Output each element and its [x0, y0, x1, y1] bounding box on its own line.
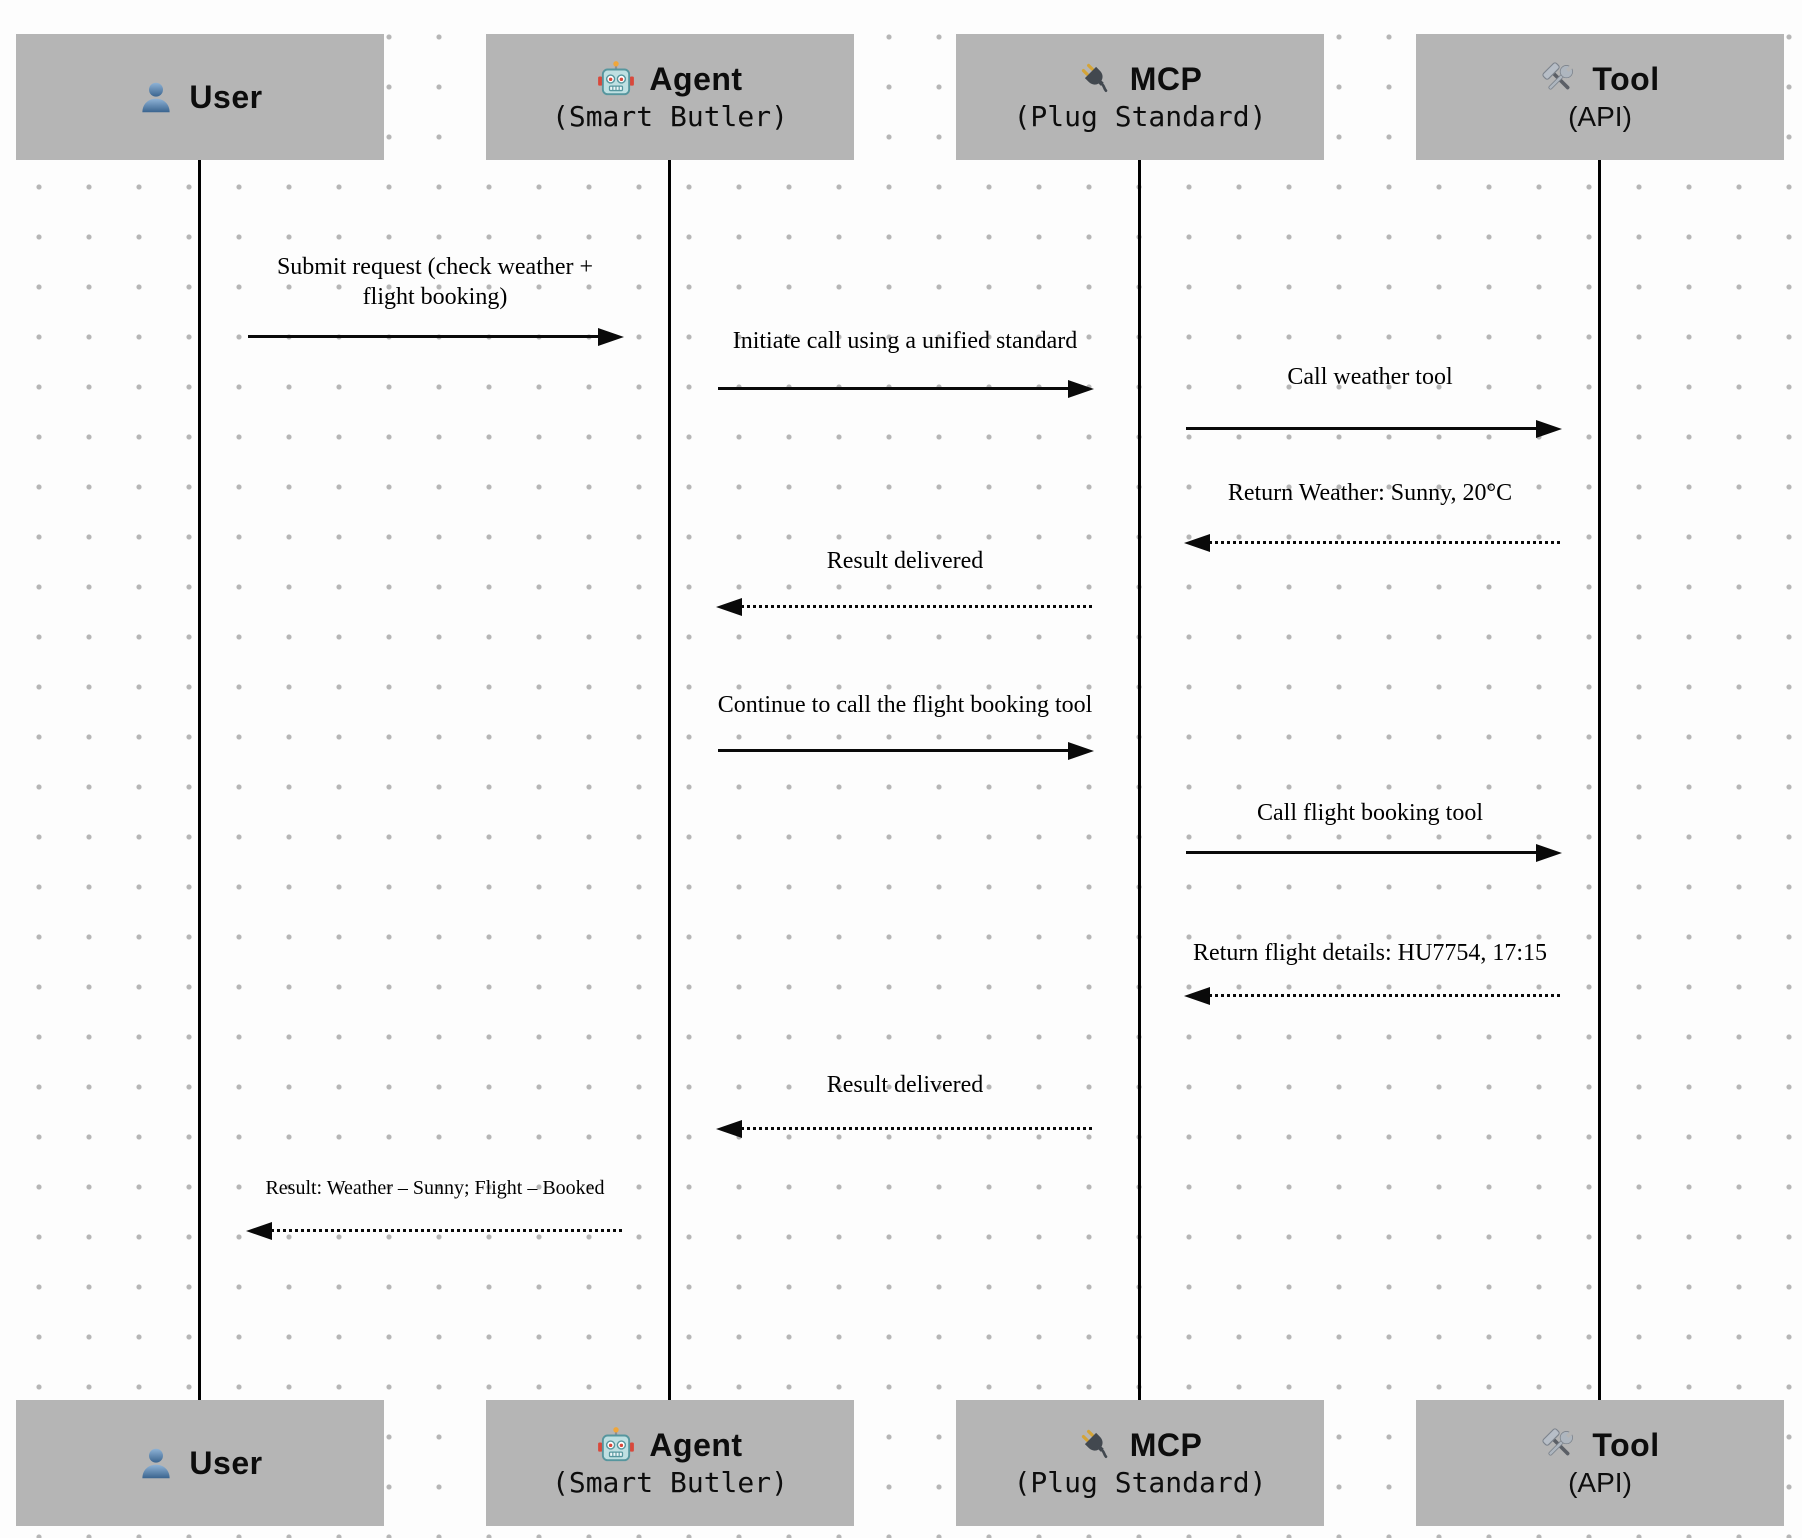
actor-title: MCP	[1129, 1426, 1203, 1463]
message-arrow	[718, 742, 1094, 760]
actor-subtitle: (Plug Standard)	[1013, 100, 1267, 134]
message-arrow	[716, 1120, 1092, 1138]
message-label: Return Weather: Sunny, 20°C	[1227, 480, 1513, 506]
user-icon	[142, 82, 171, 113]
message-arrow	[1186, 844, 1562, 862]
arrowhead-left-icon	[716, 1120, 742, 1138]
robot-icon	[597, 1426, 636, 1462]
actor-title: Tool	[1592, 1426, 1660, 1463]
message-arrow	[1184, 534, 1560, 552]
message-label: Continue to call the flight booking tool	[717, 692, 1093, 718]
actor-box-agent-top: Agent (Smart Butler)	[486, 34, 854, 160]
arrowhead-left-icon	[1184, 534, 1210, 552]
actor-subtitle: (API)	[1568, 101, 1632, 133]
message-arrow	[248, 328, 624, 346]
arrowhead-right-icon	[1068, 742, 1094, 760]
lifeline-user	[198, 160, 201, 1400]
message-label: Submit request (check weather + flight b…	[276, 254, 594, 310]
actor-box-mcp-bottom: MCP (Plug Standard)	[956, 1400, 1324, 1526]
message-arrow	[1186, 420, 1562, 438]
user-icon	[142, 1448, 171, 1479]
arrowhead-right-icon	[1068, 380, 1094, 398]
actor-title: MCP	[1129, 60, 1203, 97]
actor-box-mcp-top: MCP (Plug Standard)	[956, 34, 1324, 160]
actor-subtitle: (API)	[1568, 1467, 1632, 1499]
actor-box-user-bottom: User	[16, 1400, 384, 1526]
actor-title: Agent	[649, 1426, 743, 1463]
robot-icon	[597, 60, 636, 96]
message-label: Result: Weather – Sunny; Flight – Booked	[265, 1177, 605, 1199]
actor-box-tool-bottom: Tool (API)	[1416, 1400, 1784, 1526]
arrowhead-left-icon	[246, 1222, 272, 1240]
message-label: Call weather tool	[1287, 364, 1453, 390]
message-arrow	[246, 1222, 622, 1240]
plug-icon	[1077, 60, 1114, 97]
message-label: Return flight details: HU7754, 17:15	[1193, 940, 1547, 966]
message-arrow	[718, 380, 1094, 398]
message-arrow	[1184, 987, 1560, 1005]
actor-title: Tool	[1592, 60, 1660, 97]
actor-box-user-top: User	[16, 34, 384, 160]
actor-title: Agent	[649, 60, 743, 97]
actor-title: User	[189, 78, 263, 115]
arrowhead-left-icon	[716, 598, 742, 616]
actor-title: User	[189, 1444, 263, 1481]
actor-subtitle: (Smart Butler)	[551, 100, 788, 134]
message-label: Call flight booking tool	[1257, 800, 1483, 826]
arrowhead-right-icon	[1536, 844, 1562, 862]
lifeline-tool	[1598, 160, 1601, 1400]
tools-icon	[1541, 61, 1577, 97]
plug-icon	[1077, 1426, 1114, 1463]
message-label: Result delivered	[826, 1072, 984, 1098]
arrowhead-right-icon	[1536, 420, 1562, 438]
message-arrow	[716, 598, 1092, 616]
message-label: Result delivered	[826, 548, 984, 574]
actor-box-tool-top: Tool (API)	[1416, 34, 1784, 160]
arrowhead-right-icon	[598, 328, 624, 346]
lifeline-agent	[668, 160, 671, 1400]
actor-subtitle: (Smart Butler)	[551, 1466, 788, 1500]
lifeline-mcp	[1138, 160, 1141, 1400]
actor-box-agent-bottom: Agent (Smart Butler)	[486, 1400, 854, 1526]
tools-icon	[1541, 1427, 1577, 1463]
message-label: Initiate call using a unified standard	[732, 328, 1078, 354]
arrowhead-left-icon	[1184, 987, 1210, 1005]
actor-subtitle: (Plug Standard)	[1013, 1466, 1267, 1500]
